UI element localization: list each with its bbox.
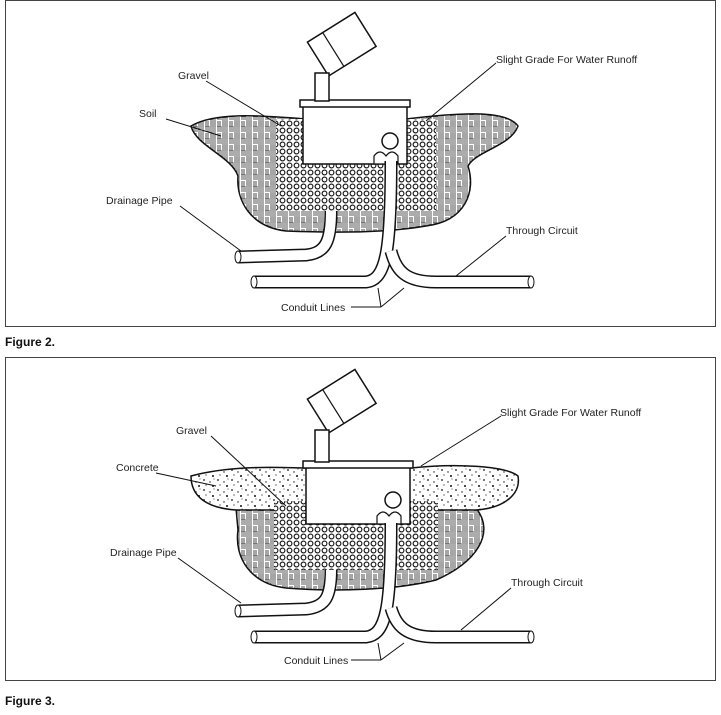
figure-2-diagram: Gravel Soil Slight Grade For Water Runof… bbox=[106, 11, 637, 314]
figure-3-panel: Gravel Concrete Slight Grade For Water R… bbox=[5, 357, 716, 681]
housing-knockout bbox=[384, 491, 402, 509]
housing-lid bbox=[299, 99, 411, 108]
lamp-head bbox=[306, 11, 378, 78]
figure-2-caption: Figure 2. bbox=[5, 335, 56, 349]
housing-knockout bbox=[381, 132, 399, 150]
label-through-circuit: Through Circuit bbox=[506, 225, 578, 237]
label-through-circuit: Through Circuit bbox=[511, 577, 583, 589]
label-conduit-lines: Conduit Lines bbox=[284, 655, 348, 667]
housing-lid bbox=[302, 460, 414, 469]
lamp-knuckle bbox=[314, 429, 330, 463]
label-conduit-lines: Conduit Lines bbox=[281, 302, 345, 314]
lamp-knuckle bbox=[314, 72, 330, 102]
figure-3-caption: Figure 3. bbox=[5, 694, 56, 708]
figure-2-panel: Gravel Soil Slight Grade For Water Runof… bbox=[5, 0, 716, 327]
label-concrete: Concrete bbox=[116, 462, 159, 474]
figure-3-diagram: Gravel Concrete Slight Grade For Water R… bbox=[110, 368, 641, 667]
label-drainage-pipe: Drainage Pipe bbox=[106, 195, 173, 207]
lamp-head bbox=[306, 368, 378, 435]
label-soil: Soil bbox=[139, 108, 157, 120]
label-grade: Slight Grade For Water Runoff bbox=[496, 54, 637, 66]
conduit-fitting bbox=[376, 511, 402, 525]
label-drainage-pipe: Drainage Pipe bbox=[110, 547, 177, 559]
label-gravel: Gravel bbox=[178, 70, 209, 82]
label-grade: Slight Grade For Water Runoff bbox=[500, 407, 641, 419]
label-gravel: Gravel bbox=[176, 425, 207, 437]
